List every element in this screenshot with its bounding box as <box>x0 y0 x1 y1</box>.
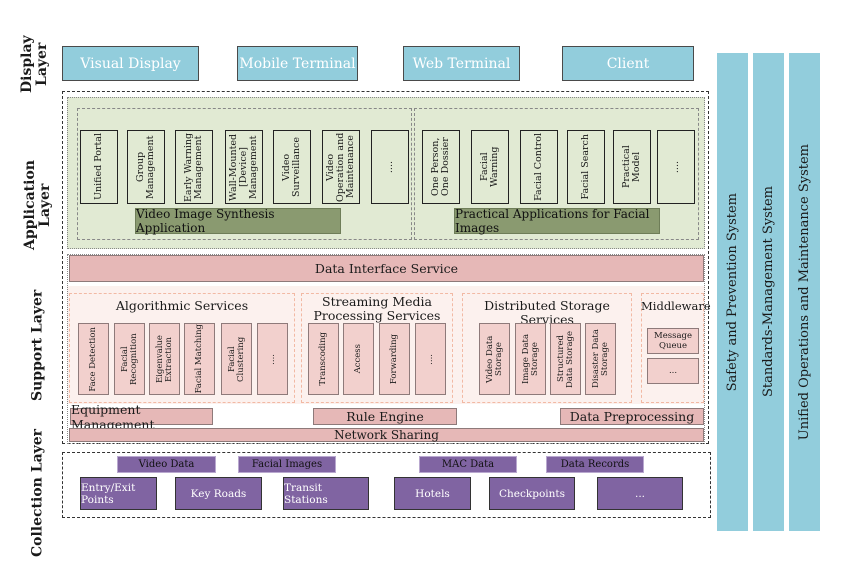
mw-item-more: ... <box>647 358 699 384</box>
location-key-roads: Key Roads <box>175 477 262 510</box>
video-application-group <box>77 108 412 240</box>
facial-application-group <box>414 108 699 240</box>
collection-layer-frame <box>62 452 711 518</box>
storage-services-group <box>462 293 632 403</box>
sup-item-video-data-storage: Video Data Storage <box>479 323 510 395</box>
middleware-group <box>641 293 704 403</box>
support-layer-frame <box>67 254 705 444</box>
side-operations-text: Unified Operations and Maintenance Syste… <box>797 143 812 441</box>
app-item-video-operation: Video Operation and Maintenance <box>322 130 360 204</box>
collection-layer-label: Collection Layer <box>24 420 52 565</box>
data-tag-video: Video Data <box>117 456 216 473</box>
equipment-management: Equipment Management <box>70 402 213 432</box>
sup-item-facial-matching: Facial Matching <box>184 323 215 395</box>
support-layer-text: Support Layer <box>29 289 46 401</box>
side-standards-text: Standards-Management System <box>761 186 776 398</box>
app-item-wall-mounted: Wall-Mounted [Device] Management <box>225 130 263 204</box>
display-layer-text: Display Layer <box>19 35 50 93</box>
network-sharing: Network Sharing <box>69 428 704 442</box>
app-item-unified-portal: Unified Portal <box>80 130 118 204</box>
side-safety-text: Safety and Prevention System <box>725 192 740 392</box>
sup-item-disaster-data-storage: Disaster Data Storage <box>585 323 616 395</box>
app-item-facial-warning: Facial Warning <box>471 130 509 204</box>
algorithmic-services-group <box>69 293 295 403</box>
application-layer-text: Application Layer <box>22 160 53 250</box>
sup-item-transcoding: Transcoding <box>308 323 339 395</box>
location-hotels: Hotels <box>394 477 471 510</box>
data-tag-records: Data Records <box>546 456 644 473</box>
side-unified-operations: Unified Operations and Maintenance Syste… <box>789 53 820 531</box>
mw-item-message-queue: Message Queue <box>647 328 699 354</box>
app-item-group-management: Group Management <box>127 130 165 204</box>
app-item-practical-model: Practical Model <box>613 130 651 204</box>
app-item-video-surveillance: Video Surveillance <box>273 130 311 204</box>
collection-layer-text: Collection Layer <box>29 428 46 557</box>
display-mobile-terminal: Mobile Terminal <box>237 46 358 81</box>
display-web-terminal: Web Terminal <box>403 46 520 81</box>
sup-item-face-detection: Face Detection <box>78 323 109 395</box>
algorithmic-services-title: Algorithmic Services <box>115 298 249 313</box>
location-more: ... <box>597 477 683 510</box>
sup-item-algorithmic-more: .... <box>257 323 288 395</box>
sup-item-access: Access <box>343 323 374 395</box>
support-layer-label: Support Layer <box>24 280 52 410</box>
display-visual-display: Visual Display <box>62 46 199 81</box>
app-item-one-person-one-dossier: One Person, One Dossier <box>422 130 460 204</box>
data-tag-facial-images: Facial Images <box>238 456 336 473</box>
video-image-synthesis-band: Video Image Synthesis Application <box>135 207 341 235</box>
app-item-early-warning: Early Warning Management <box>175 130 213 204</box>
app-item-facial-more: .... <box>657 130 695 204</box>
streaming-services-title: Streaming Media Processing Services <box>313 294 441 323</box>
sup-item-structured-data-storage: Structured Data Storage <box>550 323 581 395</box>
data-tag-mac: MAC Data <box>419 456 517 473</box>
streaming-services-group <box>301 293 453 403</box>
facial-applications-band: Practical Applications for Facial Images <box>454 207 660 235</box>
sup-item-image-data-storage: Image Data Storage <box>515 323 546 395</box>
side-safety-prevention: Safety and Prevention System <box>717 53 748 531</box>
location-entry-exit: Entry/Exit Points <box>80 477 157 510</box>
middleware-title: Middleware <box>641 299 711 313</box>
display-client: Client <box>562 46 694 81</box>
side-standards-management: Standards-Management System <box>753 53 784 531</box>
sup-item-facial-clustering: Facial Clustering <box>221 323 252 395</box>
sup-item-facial-recognition: Facial Recognition <box>114 323 145 395</box>
data-interface-service: Data Interface Service <box>69 255 704 282</box>
location-transit-stations: Transit Stations <box>283 477 369 510</box>
application-layer-label: Application Layer <box>20 140 56 270</box>
app-item-video-more: .... <box>371 130 409 204</box>
app-item-facial-control: Facial Control <box>520 130 558 204</box>
rule-engine: Rule Engine <box>313 408 457 425</box>
app-item-facial-search: Facial Search <box>567 130 605 204</box>
display-layer-label: Display Layer <box>19 35 56 93</box>
sup-item-forwarding: Forwarding <box>379 323 410 395</box>
sup-item-eigenvalue-extraction: Eigenvalue Extraction <box>149 323 180 395</box>
sup-item-streaming-more: .... <box>415 323 446 395</box>
data-preprocessing: Data Preprocessing <box>560 408 704 425</box>
location-checkpoints: Checkpoints <box>489 477 575 510</box>
